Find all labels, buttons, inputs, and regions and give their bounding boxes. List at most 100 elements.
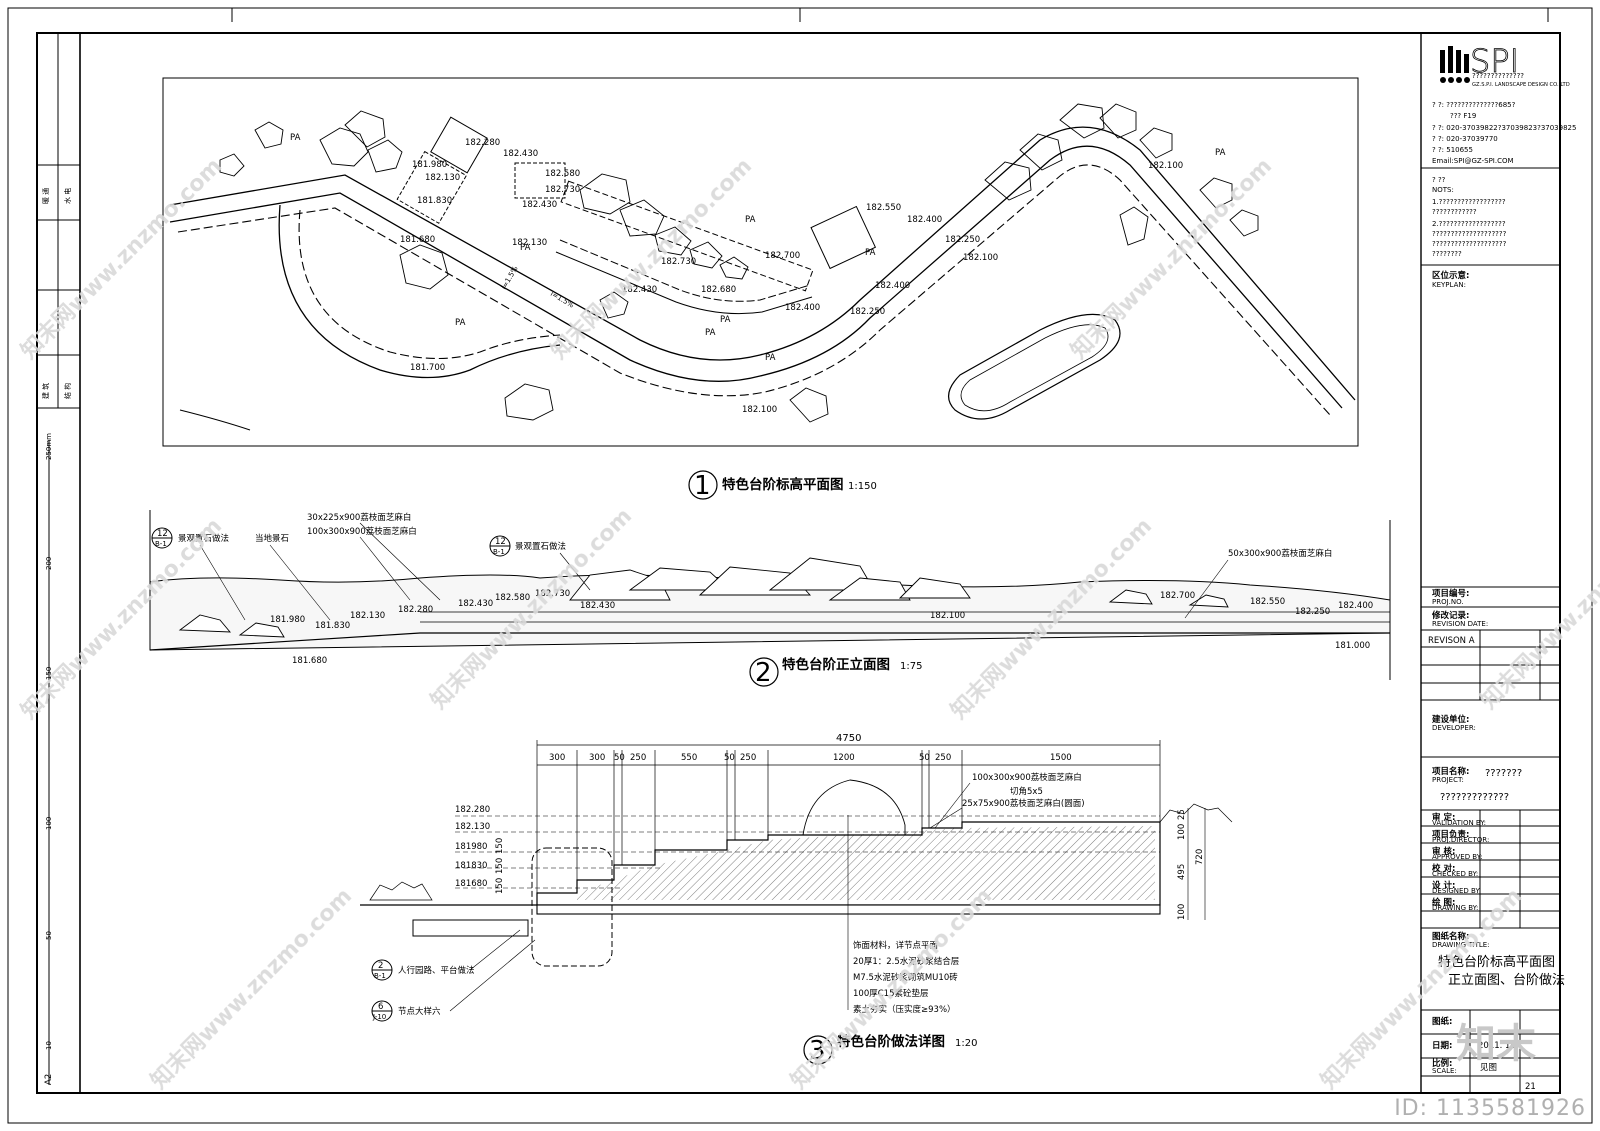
svg-text:PA: PA bbox=[520, 243, 531, 253]
svg-text:DEVELOPER:: DEVELOPER: bbox=[1432, 724, 1476, 732]
title-block: SPI ?????????????? GZ.S.P.I. LANDSCAPE D… bbox=[1421, 42, 1576, 1093]
svg-text:300: 300 bbox=[589, 753, 605, 763]
svg-text:182.400: 182.400 bbox=[907, 215, 942, 225]
svg-text:50: 50 bbox=[919, 753, 930, 763]
svg-text:???????: ??????? bbox=[1485, 768, 1522, 779]
svg-text:景观置石做法: 景观置石做法 bbox=[178, 533, 229, 544]
svg-text:人行园路、平台做法: 人行园路、平台做法 bbox=[398, 965, 475, 976]
svg-text:181.980: 181.980 bbox=[412, 160, 447, 170]
plan-rocks bbox=[219, 103, 1259, 423]
svg-text:1:20: 1:20 bbox=[955, 1038, 977, 1049]
svg-text:????????: ???????? bbox=[1432, 250, 1462, 258]
logo-text: SPI bbox=[1470, 42, 1519, 80]
svg-text:250: 250 bbox=[935, 753, 951, 763]
svg-text:182.130: 182.130 bbox=[425, 173, 460, 183]
svg-text:300: 300 bbox=[549, 753, 565, 763]
svg-text:1200: 1200 bbox=[833, 753, 855, 763]
svg-text:20厚1：2.5水泥砂浆结合层: 20厚1：2.5水泥砂浆结合层 bbox=[853, 956, 959, 967]
strip-label-3: 建 筑 bbox=[41, 383, 50, 399]
svg-text:150: 150 bbox=[495, 838, 505, 854]
svg-text:DRAWING BY:: DRAWING BY: bbox=[1432, 904, 1478, 912]
scale-ruler: 250mm 200 150 100 50 10 A2 bbox=[44, 433, 54, 1085]
svg-text:182.130: 182.130 bbox=[350, 611, 385, 621]
svg-text:项目名称:: 项目名称: bbox=[1432, 766, 1469, 777]
svg-text:????????????: ???????????? bbox=[1432, 208, 1477, 216]
strip-label-4: 结 构 bbox=[63, 383, 72, 399]
svg-text:PROJ.DIRECTOR:: PROJ.DIRECTOR: bbox=[1432, 836, 1489, 844]
svg-text:181.700: 181.700 bbox=[410, 363, 445, 373]
svg-text:181680: 181680 bbox=[455, 879, 487, 889]
image-id-label: ID: 1135581926 bbox=[1394, 1096, 1586, 1121]
plan-view: PA PA PA PA PA PA PA PA PA i=1.5% i=1.5%… bbox=[162, 77, 1359, 501]
svg-text:182.400: 182.400 bbox=[785, 303, 820, 313]
svg-text:50: 50 bbox=[614, 753, 625, 763]
svg-text:APPROVED BY:: APPROVED BY: bbox=[1432, 853, 1482, 861]
svg-text:250mm: 250mm bbox=[45, 433, 53, 460]
svg-text:PA: PA bbox=[865, 248, 876, 258]
detail-view: 4750 300 300 50 250 550 50 250 1200 50 2… bbox=[360, 733, 1233, 1066]
svg-text:DRAWING TITLE:: DRAWING TITLE: bbox=[1432, 941, 1490, 949]
svg-text:182.430: 182.430 bbox=[458, 599, 493, 609]
svg-text:PROJECT:: PROJECT: bbox=[1432, 776, 1464, 784]
svg-text:182.400: 182.400 bbox=[875, 281, 910, 291]
svg-text:12: 12 bbox=[157, 529, 168, 539]
svg-text:181.000: 181.000 bbox=[1335, 641, 1370, 651]
svg-text:切角5x5: 切角5x5 bbox=[1010, 786, 1043, 797]
svg-text:Email:SPI@GZ-SPI.COM: Email:SPI@GZ-SPI.COM bbox=[1432, 157, 1514, 165]
svg-text:绘 图:: 绘 图: bbox=[1432, 897, 1455, 908]
svg-text:4750: 4750 bbox=[836, 733, 861, 744]
svg-text:DESIGNED BY:: DESIGNED BY: bbox=[1432, 887, 1481, 895]
svg-text:181.980: 181.980 bbox=[270, 615, 305, 625]
svg-text:CHECKED BY:: CHECKED BY: bbox=[1432, 870, 1478, 878]
svg-text:2: 2 bbox=[378, 961, 383, 971]
svg-text:NOTS:: NOTS: bbox=[1432, 186, 1454, 194]
svg-text:PA: PA bbox=[455, 318, 466, 328]
svg-text:? ?: 020-37039822?37039823?3: ? ?: 020-37039822?37039823?37039825 bbox=[1432, 124, 1576, 132]
svg-text:i=1.5%: i=1.5% bbox=[500, 265, 520, 291]
svg-text:M7.5水泥砂浆砌筑MU10砖: M7.5水泥砂浆砌筑MU10砖 bbox=[853, 972, 958, 983]
svg-text:审 核:: 审 核: bbox=[1432, 846, 1455, 857]
svg-text:181.680: 181.680 bbox=[292, 656, 327, 666]
svg-text:12: 12 bbox=[495, 537, 506, 547]
svg-text:25x75x900荔枝面芝麻白(圆面): 25x75x900荔枝面芝麻白(圆面) bbox=[962, 798, 1085, 809]
svg-text:182.550: 182.550 bbox=[1250, 597, 1285, 607]
svg-text:182.680: 182.680 bbox=[701, 285, 736, 295]
svg-text:182.700: 182.700 bbox=[765, 251, 800, 261]
svg-text:6: 6 bbox=[378, 1002, 383, 1012]
svg-text:B-1: B-1 bbox=[493, 548, 505, 556]
svg-text:PROJ.NO.: PROJ.NO. bbox=[1432, 598, 1464, 606]
svg-text:200: 200 bbox=[45, 557, 53, 570]
svg-text:知末网www.znzmo.com: 知末网www.znzmo.com bbox=[16, 153, 227, 364]
svg-text:VALIDATION BY:: VALIDATION BY: bbox=[1432, 819, 1486, 827]
svg-text:25: 25 bbox=[1177, 809, 1187, 820]
svg-text:????????????????????: ???????????????????? bbox=[1432, 230, 1507, 238]
svg-text:PA: PA bbox=[745, 215, 756, 225]
drawing-title-line1: 特色台阶标高平面图 bbox=[1438, 954, 1555, 970]
svg-text:181.830: 181.830 bbox=[417, 196, 452, 206]
svg-text:182.550: 182.550 bbox=[866, 203, 901, 213]
svg-text:182.100: 182.100 bbox=[1148, 161, 1183, 171]
svg-text:修改记录:: 修改记录: bbox=[1431, 610, 1469, 621]
svg-text:? ??: ? ?? bbox=[1432, 176, 1446, 184]
svg-text:项目编号:: 项目编号: bbox=[1432, 588, 1469, 599]
svg-text:182.250: 182.250 bbox=[850, 307, 885, 317]
svg-text:182.430: 182.430 bbox=[503, 149, 538, 159]
svg-text:1:75: 1:75 bbox=[900, 661, 922, 672]
svg-text:550: 550 bbox=[681, 753, 697, 763]
svg-text:150: 150 bbox=[495, 878, 505, 894]
svg-text:审 定:: 审 定: bbox=[1432, 812, 1455, 823]
svg-text:PA: PA bbox=[720, 315, 731, 325]
svg-text:2011. 10: 2011. 10 bbox=[1478, 1041, 1516, 1051]
svg-text:182.100: 182.100 bbox=[930, 611, 965, 621]
svg-text:182.130: 182.130 bbox=[455, 822, 490, 832]
svg-text:SCALE:: SCALE: bbox=[1432, 1067, 1457, 1075]
svg-text:181830: 181830 bbox=[455, 861, 487, 871]
svg-text:3: 3 bbox=[809, 1036, 826, 1066]
svg-text:182.580: 182.580 bbox=[495, 593, 530, 603]
svg-text:区位示意:: 区位示意: bbox=[1432, 270, 1469, 281]
svg-text:182.730: 182.730 bbox=[545, 185, 580, 195]
svg-text:? ?: ??????????????685?: ? ?: ??????????????685? bbox=[1432, 101, 1516, 109]
svg-text:日期:: 日期: bbox=[1432, 1040, 1452, 1051]
svg-text:181.830: 181.830 bbox=[315, 621, 350, 631]
svg-text:100: 100 bbox=[1177, 904, 1187, 920]
